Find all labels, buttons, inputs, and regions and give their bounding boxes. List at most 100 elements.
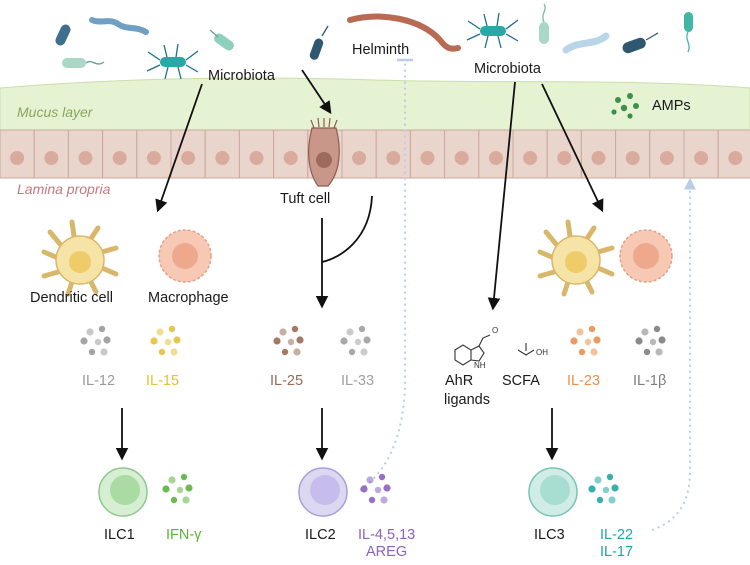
bacteria-cluster-left [55, 17, 329, 80]
epithelial-nucleus [625, 151, 640, 165]
cytokine-dot-il33 [358, 325, 366, 333]
mucus-layer-label: Mucus layer [17, 104, 94, 120]
cytokine-dot-il12 [94, 338, 102, 346]
epithelial-nucleus [557, 151, 572, 165]
microbiota-label-right: Microbiota [474, 61, 542, 77]
ilc1-label: ILC1 [104, 527, 135, 543]
ilc1-cell-icon [98, 467, 148, 517]
cytokine-dot-il1b [649, 338, 657, 346]
arrow-microbiota-to-ahr [487, 81, 516, 311]
epithelial-nucleus [694, 151, 709, 165]
epithelial-cell [273, 129, 309, 179]
cytokine-dot-il4513 [374, 486, 382, 494]
cytokine-dot-il33 [354, 338, 362, 346]
cytokine-dot-il15 [173, 336, 181, 344]
cytokine-dot-ifng [185, 484, 193, 492]
epithelial-nucleus [420, 151, 435, 165]
cytokine-dot-il25 [273, 337, 281, 345]
epithelial-cell [238, 129, 275, 179]
dendritic-cell-icon-right [537, 219, 615, 297]
cytokine-dot-il25 [279, 328, 287, 336]
il1b-label: IL-1β [633, 373, 666, 389]
epithelial-nucleus [181, 151, 196, 165]
il17-label: IL-17 [600, 544, 633, 560]
ifng-label: IFN-γ [166, 527, 202, 543]
cytokine-dot-il23 [588, 325, 596, 333]
cytokine-dot-il15 [156, 328, 164, 336]
amps-dots [611, 93, 639, 119]
arrow-microbiota-to-tuft [301, 69, 332, 115]
arrow-microbiota-to-myeloid-right [541, 83, 604, 213]
cytokine-dot-il1b [658, 336, 666, 344]
macrophage-icon [158, 229, 212, 283]
cytokine-dot-ifng [180, 473, 188, 481]
epithelial-nucleus [10, 151, 25, 165]
arrow-tuft-to-ilc2-cytokines [321, 195, 373, 263]
cytokine-dot-il15 [164, 338, 172, 346]
cytokine-dot-il25 [293, 348, 301, 356]
il33-label: IL-33 [341, 373, 374, 389]
dendritic-cell-icon [41, 219, 119, 297]
ilc2-label: ILC2 [305, 527, 336, 543]
cytokine-dot-il22_il17 [606, 473, 614, 481]
cytokine-dot-il1b [641, 328, 649, 336]
cytokine-dot-il33 [360, 348, 368, 356]
cytokine-dot-il4513 [368, 496, 376, 504]
cytokine-dot-il4513 [383, 484, 391, 492]
il4513-label: IL-4,5,13 [358, 527, 415, 543]
epithelial-nucleus [454, 151, 469, 165]
cytokine-dot-il1b [643, 348, 651, 356]
ilc2-cell-icon [298, 467, 348, 517]
ahr-label: AhR [445, 373, 473, 389]
epithelial-nucleus [659, 151, 674, 165]
cytokine-dot-il25 [281, 348, 289, 356]
cytokine-dot-il33 [346, 328, 354, 336]
cytokine-dot-il12 [88, 348, 96, 356]
ahr-ligand-structure-icon [454, 334, 491, 366]
tuft-cell-icon [308, 117, 340, 187]
macrophage-label: Macrophage [148, 290, 229, 306]
epithelial-nucleus [728, 151, 743, 165]
scfa-label: SCFA [502, 373, 540, 389]
cytokine-dot-il23 [576, 328, 584, 336]
epithelial-nucleus [283, 151, 298, 165]
cytokine-dot-ifng [162, 485, 170, 493]
epithelial-nucleus [78, 151, 93, 165]
macrophage-icon-right [619, 229, 673, 283]
tuft-cell-label: Tuft cell [280, 191, 330, 207]
cytokine-dot-il4513 [378, 473, 386, 481]
cytokine-dot-il23 [593, 336, 601, 344]
cytokine-dot-ifng [176, 486, 184, 494]
cytokine-dot-il25 [291, 325, 299, 333]
cytokine-dot-il12 [98, 325, 106, 333]
epithelial-nucleus [488, 151, 503, 165]
cytokine-dot-il22_il17 [602, 486, 610, 494]
cytokine-dot-il25 [296, 336, 304, 344]
epithelial-nucleus [523, 151, 538, 165]
cytokine-dot-il12 [86, 328, 94, 336]
epithelial-nucleus [44, 151, 59, 165]
cytokine-dot-ifng [182, 496, 190, 504]
cytokine-dot-il22_il17 [608, 496, 616, 504]
cytokine-dot-il1b [635, 337, 643, 345]
epithelial-nucleus [249, 151, 264, 165]
scfa-structure-icon [517, 343, 535, 356]
cytokine-dot-il23 [578, 348, 586, 356]
areg-label: AREG [366, 544, 407, 560]
cytokine-dot-il23 [590, 348, 598, 356]
cytokine-dot-il23 [584, 338, 592, 346]
epithelial-nucleus [386, 151, 401, 165]
epithelial-nucleus [146, 151, 161, 165]
cytokine-dot-il1b [653, 325, 661, 333]
cytokine-dot-il22_il17 [596, 496, 604, 504]
cytokine-dot-clusters [80, 325, 666, 504]
cytokine-dot-il33 [340, 337, 348, 345]
amps-label: AMPs [652, 98, 691, 114]
mucus-layer-band [0, 77, 750, 131]
cytokine-dot-il15 [168, 325, 176, 333]
structure-label-oh: OH [536, 348, 548, 357]
cytokine-dot-il4513 [366, 476, 374, 484]
cytokine-dot-il15 [170, 348, 178, 356]
dendritic-cell-label: Dendritic cell [30, 290, 113, 306]
